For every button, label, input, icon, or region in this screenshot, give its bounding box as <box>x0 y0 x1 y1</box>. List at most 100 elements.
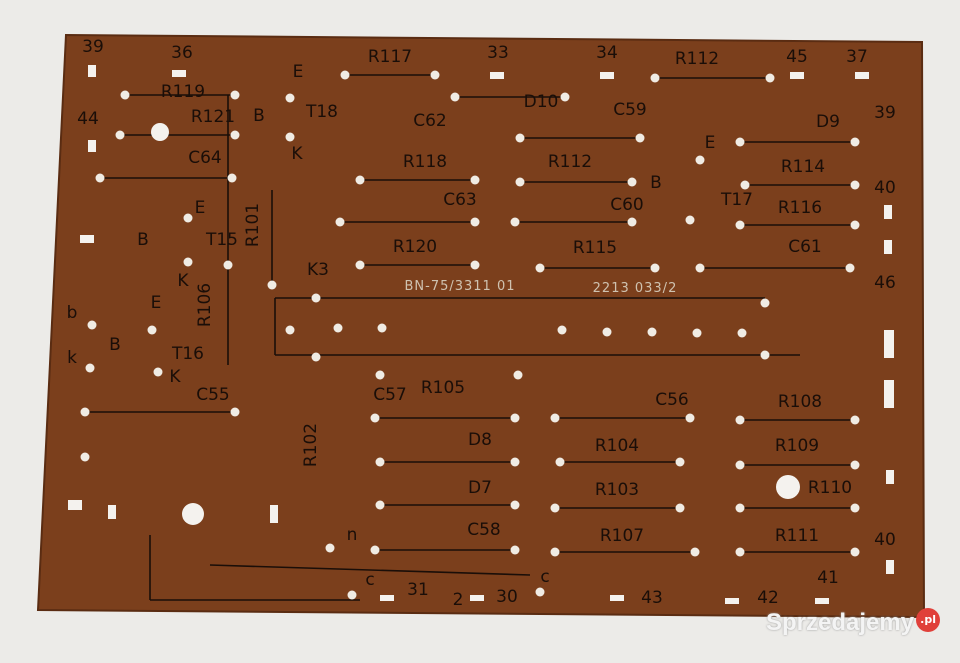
component-label: n <box>347 525 358 545</box>
solder-hole <box>470 260 480 270</box>
solder-hole <box>267 280 277 290</box>
solder-hole <box>695 263 705 273</box>
component-label: C60 <box>610 195 644 215</box>
solder-hole <box>285 132 295 142</box>
solder-hole <box>355 260 365 270</box>
mounting-slot <box>108 505 116 519</box>
component-label: R109 <box>775 436 819 456</box>
component-label: R102 <box>301 423 321 467</box>
component-label: 40 <box>874 178 896 198</box>
solder-hole <box>375 500 385 510</box>
component-label: R118 <box>403 152 447 172</box>
component-label: R108 <box>778 392 822 412</box>
mounting-hole <box>776 475 800 499</box>
watermark-logo: Sprzedajemy <box>766 609 915 636</box>
component-label: B <box>253 106 265 126</box>
solder-hole <box>760 298 770 308</box>
component-label: C55 <box>196 385 230 405</box>
mounting-slot <box>884 205 892 219</box>
component-label: 46 <box>874 273 896 293</box>
solder-hole <box>153 367 163 377</box>
solder-hole <box>375 370 385 380</box>
component-label: 40 <box>874 530 896 550</box>
mounting-slot <box>470 595 484 601</box>
mounting-slot <box>68 500 82 510</box>
solder-hole <box>87 320 97 330</box>
solder-hole <box>370 545 380 555</box>
component-label: T18 <box>305 102 338 122</box>
solder-hole <box>450 92 460 102</box>
mounting-slot <box>790 72 804 79</box>
mounting-slot <box>380 595 394 601</box>
solder-hole <box>740 180 750 190</box>
mounting-slot <box>886 470 894 484</box>
component-label: R121 <box>191 107 235 127</box>
solder-hole <box>845 263 855 273</box>
component-label: 2 <box>453 590 464 610</box>
solder-hole <box>227 173 237 183</box>
component-label: C63 <box>443 190 477 210</box>
mounting-slot <box>884 330 894 358</box>
solder-hole <box>735 547 745 557</box>
component-label: K <box>291 144 303 164</box>
solder-hole <box>675 503 685 513</box>
component-label: C59 <box>613 100 647 120</box>
solder-hole <box>850 460 860 470</box>
solder-hole <box>627 217 637 227</box>
solder-hole <box>510 413 520 423</box>
solder-hole <box>230 90 240 100</box>
component-label: R112 <box>548 152 592 172</box>
mounting-hole <box>182 503 204 525</box>
mounting-slot <box>610 595 624 601</box>
solder-hole <box>735 220 745 230</box>
solder-hole <box>147 325 157 335</box>
solder-hole <box>685 215 695 225</box>
solder-hole <box>80 452 90 462</box>
solder-hole <box>650 263 660 273</box>
solder-hole <box>510 500 520 510</box>
solder-hole <box>535 263 545 273</box>
mounting-slot <box>600 72 614 79</box>
component-label: C57 <box>373 385 407 405</box>
component-label: C58 <box>467 520 501 540</box>
component-label: 42 <box>757 588 779 608</box>
solder-hole <box>850 503 860 513</box>
solder-hole <box>735 460 745 470</box>
mounting-slot <box>88 140 96 152</box>
component-label: R117 <box>368 47 412 67</box>
component-label: K3 <box>307 260 329 280</box>
solder-hole <box>120 90 130 100</box>
component-label: R106 <box>195 283 215 327</box>
solder-hole <box>555 457 565 467</box>
solder-hole <box>850 180 860 190</box>
solder-hole <box>223 260 233 270</box>
component-label: 30 <box>496 587 518 607</box>
component-label: D9 <box>816 112 840 132</box>
mounting-slot <box>855 72 869 79</box>
component-label: R101 <box>243 203 263 247</box>
solder-hole <box>695 155 705 165</box>
component-label: R115 <box>573 238 617 258</box>
solder-hole <box>430 70 440 80</box>
component-label: R114 <box>781 157 825 177</box>
solder-hole <box>311 352 321 362</box>
component-label: 33 <box>487 43 509 63</box>
mounting-slot <box>815 598 829 604</box>
component-label: E <box>705 133 716 153</box>
component-label: b <box>67 303 78 323</box>
component-label: D10 <box>524 92 559 112</box>
component-label: T16 <box>171 344 204 364</box>
component-label: B <box>650 173 662 193</box>
solder-hole <box>550 413 560 423</box>
solder-hole <box>183 213 193 223</box>
component-label: T15 <box>205 230 238 250</box>
solder-hole <box>95 173 105 183</box>
solder-hole <box>470 175 480 185</box>
component-label: R103 <box>595 480 639 500</box>
component-label: E <box>195 198 206 218</box>
solder-hole <box>311 293 321 303</box>
solder-hole <box>760 350 770 360</box>
solder-hole <box>230 130 240 140</box>
component-label: R111 <box>775 526 819 546</box>
solder-hole <box>690 547 700 557</box>
